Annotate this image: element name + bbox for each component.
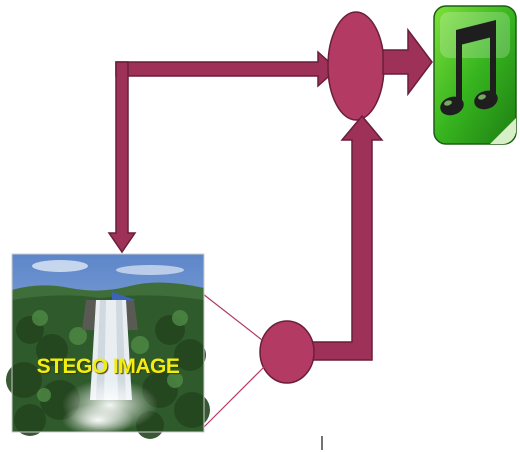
down-connector-arrow (109, 62, 135, 252)
stego-link-lower (203, 366, 265, 428)
output-arrow (383, 30, 432, 94)
up-connector-arrow (300, 116, 382, 360)
combine-node-top (328, 12, 384, 120)
top-horizontal-connector (116, 52, 337, 86)
stego-image (6, 254, 210, 439)
music-note-icon (434, 6, 516, 144)
stego-link-upper (203, 294, 262, 340)
extract-node-bottom (260, 321, 314, 383)
